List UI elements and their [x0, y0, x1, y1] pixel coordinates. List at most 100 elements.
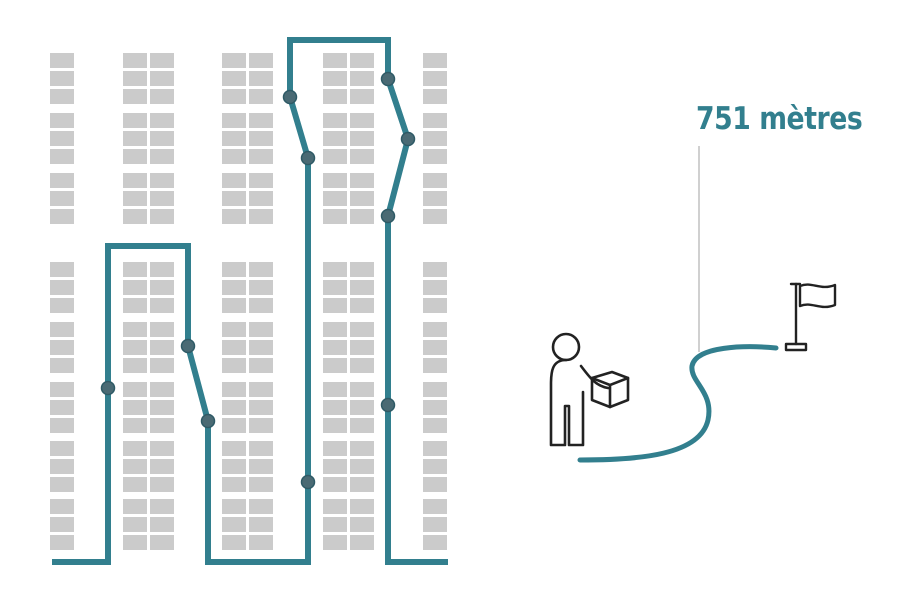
shelf-cell: [222, 441, 246, 456]
shelf-cell: [323, 499, 347, 514]
shelf-cell: [350, 358, 374, 373]
pick-stop-dot: [180, 338, 196, 354]
shelf-cell: [323, 382, 347, 397]
shelf-cell: [123, 358, 147, 373]
shelf-cell: [50, 89, 74, 104]
shelf-cell: [123, 418, 147, 433]
shelf-cell: [423, 441, 447, 456]
shelf-cell: [222, 459, 246, 474]
shelf-cell: [323, 535, 347, 550]
pick-stop-dot: [300, 474, 316, 490]
shelf-cell: [423, 173, 447, 188]
shelf-cell: [123, 499, 147, 514]
shelf-cell: [50, 131, 74, 146]
shelf-cell: [323, 173, 347, 188]
shelf-cell: [222, 358, 246, 373]
shelf-cell: [123, 441, 147, 456]
shelf-cell: [323, 262, 347, 277]
shelf-cell: [50, 517, 74, 532]
shelf-cell: [222, 89, 246, 104]
shelf-cell: [249, 340, 273, 355]
shelf-cell: [222, 340, 246, 355]
shelf-cell: [323, 517, 347, 532]
shelf-cell: [423, 209, 447, 224]
shelf-cell: [249, 53, 273, 68]
shelf-cell: [50, 418, 74, 433]
shelf-cell: [323, 340, 347, 355]
shelf-cell: [423, 322, 447, 337]
shelf-cell: [123, 149, 147, 164]
shelf-cell: [222, 499, 246, 514]
shelf-cell: [323, 113, 347, 128]
shelf-cell: [323, 400, 347, 415]
shelf-cell: [123, 298, 147, 313]
shelf-cell: [350, 418, 374, 433]
shelf-cell: [150, 517, 174, 532]
shelf-cell: [150, 149, 174, 164]
shelf-cell: [150, 340, 174, 355]
shelf-cell: [150, 262, 174, 277]
shelf-cell: [249, 499, 273, 514]
shelf-cell: [249, 71, 273, 86]
shelf-cell: [350, 499, 374, 514]
shelf-cell: [423, 298, 447, 313]
shelf-cell: [50, 382, 74, 397]
shelf-cell: [123, 71, 147, 86]
shelf-cell: [123, 459, 147, 474]
shelf-cell: [249, 400, 273, 415]
shelf-cell: [249, 262, 273, 277]
shelf-cell: [222, 517, 246, 532]
shelf-cell: [222, 149, 246, 164]
shelf-cell: [323, 418, 347, 433]
shelf-cell: [123, 262, 147, 277]
shelf-cell: [423, 113, 447, 128]
shelf-cell: [249, 131, 273, 146]
shelf-cell: [123, 400, 147, 415]
shelf-cell: [222, 280, 246, 295]
shelf-cell: [150, 53, 174, 68]
pick-stop-dot: [380, 397, 396, 413]
shelf-cell: [350, 382, 374, 397]
shelf-cell: [150, 113, 174, 128]
person-carrying-box-icon: [549, 332, 630, 447]
shelf-cell: [123, 113, 147, 128]
shelf-cell: [50, 173, 74, 188]
pick-stop-dot: [380, 208, 396, 224]
shelf-cell: [350, 149, 374, 164]
shelf-cell: [50, 280, 74, 295]
shelf-cell: [249, 113, 273, 128]
shelf-cell: [150, 280, 174, 295]
pick-stop-dot: [380, 71, 396, 87]
shelf-cell: [123, 173, 147, 188]
shelf-cell: [423, 400, 447, 415]
shelf-cell: [350, 71, 374, 86]
shelf-cell: [350, 400, 374, 415]
shelf-cell: [222, 113, 246, 128]
shelf-cell: [50, 53, 74, 68]
shelf-cell: [150, 191, 174, 206]
shelf-cell: [350, 340, 374, 355]
shelf-cell: [123, 89, 147, 104]
shelf-cell: [423, 535, 447, 550]
shelf-cell: [423, 459, 447, 474]
shelf-cell: [423, 71, 447, 86]
shelf-cell: [323, 441, 347, 456]
shelf-cell: [222, 131, 246, 146]
shelf-cell: [350, 262, 374, 277]
shelf-cell: [222, 53, 246, 68]
shelf-cell: [50, 477, 74, 492]
shelf-cell: [350, 280, 374, 295]
shelf-cell: [249, 149, 273, 164]
shelf-cell: [249, 209, 273, 224]
shelf-cell: [323, 131, 347, 146]
shelf-cell: [350, 298, 374, 313]
shelf-cell: [323, 53, 347, 68]
shelf-cell: [249, 298, 273, 313]
shelf-cell: [123, 340, 147, 355]
shelf-cell: [222, 400, 246, 415]
shelf-cell: [123, 477, 147, 492]
shelf-cell: [423, 477, 447, 492]
shelf-cell: [423, 499, 447, 514]
shelf-cell: [249, 535, 273, 550]
shelf-cell: [423, 340, 447, 355]
